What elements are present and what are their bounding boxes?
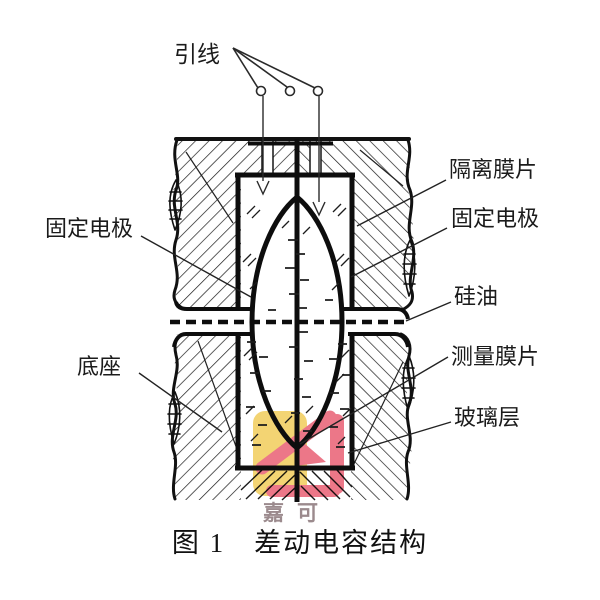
label-fixed-electrode-left: 固定电极 (45, 216, 134, 241)
lead-terminal-3 (312, 85, 324, 97)
lead-fan-lines (232, 47, 316, 89)
oil-dash-texture (246, 239, 351, 448)
lead-wires (232, 47, 326, 217)
lead-slots (261, 141, 322, 176)
lead-terminal-2 (284, 85, 296, 97)
label-isolation-diaphragm: 隔离膜片 (449, 157, 538, 182)
lead-terminal-1 (255, 85, 267, 97)
label-fixed-electrode-right: 固定电极 (451, 206, 540, 231)
label-lead-wires: 引线 (174, 42, 220, 67)
oil-channels (172, 301, 410, 348)
label-silicone-oil: 硅油 (454, 284, 499, 309)
leader-lines (138, 179, 452, 454)
glass-texture-ticks (242, 203, 352, 445)
lead-wire-drops (256, 96, 326, 217)
label-glass-layer: 玻璃层 (454, 405, 521, 430)
watermark-text: 嘉可 (263, 501, 331, 525)
break-leaf-right-lower (401, 355, 416, 411)
break-leaf-left-upper (168, 179, 183, 231)
label-measuring-diaphragm: 测量膜片 (451, 344, 540, 369)
break-leaf-right-upper (402, 239, 417, 297)
label-base: 底座 (77, 354, 122, 379)
figure-caption: 图 1 差动电容结构 (171, 528, 429, 558)
break-leaf-left-lower (167, 391, 182, 445)
stray-hatch-lines (185, 149, 404, 469)
body-hatch-fill (172, 139, 414, 500)
